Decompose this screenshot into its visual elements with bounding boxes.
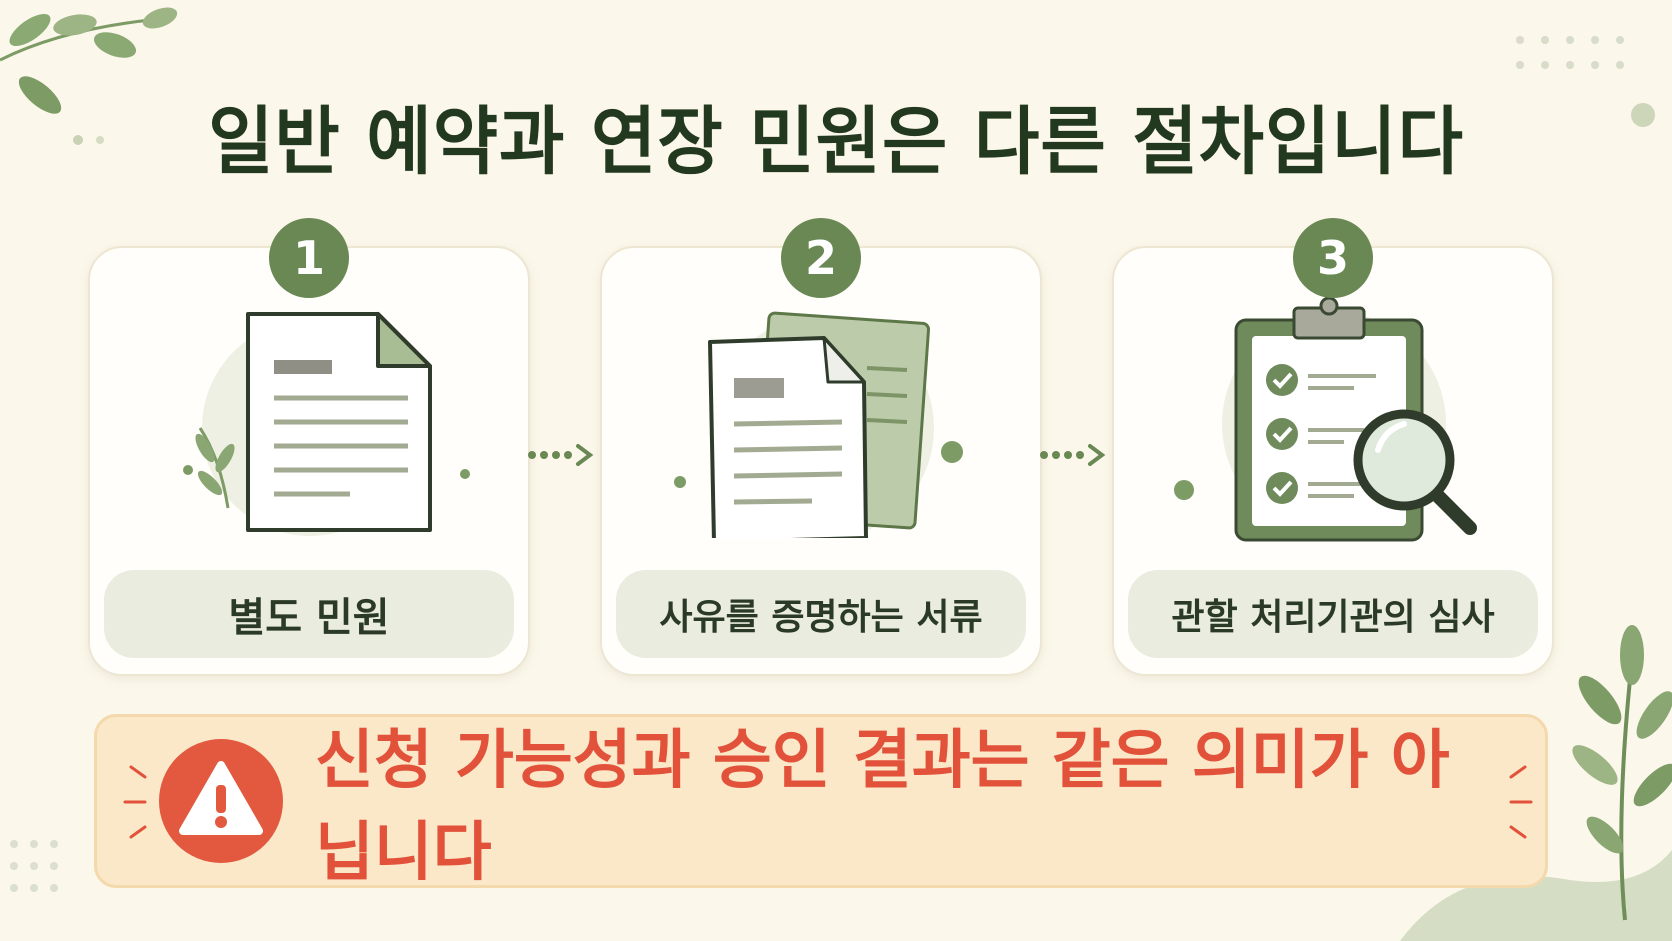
dotted-arrow-icon [528, 444, 594, 466]
step-number-badge-2: 2 [781, 218, 861, 298]
dot-pattern-top-right [1516, 36, 1655, 127]
step-label-3: 관할 처리기관의 심사 [1128, 570, 1538, 658]
step-number-badge-1: 1 [269, 218, 349, 298]
warning-banner: 신청 가능성과 승인 결과는 같은 의미가 아닙니다 [94, 714, 1548, 890]
dotted-arrow-icon [1040, 444, 1106, 466]
step-card-1: 별도 민원 [88, 246, 530, 676]
leaf-decoration-top-left [0, 7, 178, 145]
dot-pattern-bottom-left [10, 840, 58, 892]
step-card-3: 관할 처리기관의 심사 [1112, 246, 1554, 676]
document-icon [183, 312, 470, 536]
documents-stack-icon [674, 311, 963, 538]
clipboard-magnifier-icon [1174, 296, 1477, 542]
step-label-1: 별도 민원 [104, 570, 514, 658]
page-title: 일반 예약과 연장 민원은 다른 절차입니다 [208, 99, 1464, 185]
step-label-2: 사유를 증명하는 서류 [616, 570, 1026, 658]
warning-icon [159, 739, 283, 863]
burst-lines-left-icon [123, 765, 147, 839]
warning-text: 신청 가능성과 승인 결과는 같은 의미가 아닙니다 [315, 724, 1450, 890]
plant-decoration-bottom-right [1400, 625, 1672, 941]
step-number-badge-3: 3 [1293, 218, 1373, 298]
step-card-2: 사유를 증명하는 서류 [600, 246, 1042, 676]
burst-lines-right-icon [1509, 765, 1533, 839]
